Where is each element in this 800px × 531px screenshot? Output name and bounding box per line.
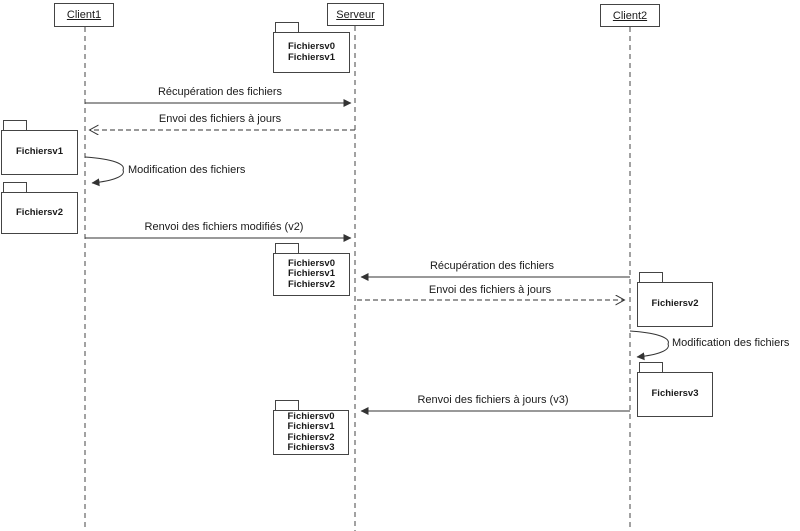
folder-tab-icon <box>275 22 299 33</box>
message-label-modification-2: Modification des fichiers <box>672 337 790 349</box>
folder-file-label: Fichiersv0 <box>288 41 335 52</box>
folder-file-label: Fichiersv2 <box>651 298 699 310</box>
folder-file-label: Fichiersv1 <box>288 51 335 63</box>
folder-tab-icon <box>275 243 299 254</box>
actor-serveur: Serveur <box>327 3 384 26</box>
actor-serveur-label: Serveur <box>336 8 375 21</box>
folder-tab-icon <box>275 400 299 411</box>
folder-tab-icon <box>3 182 27 193</box>
folder-file-label: Fichiersv1 <box>288 268 335 280</box>
message-label-envoi-2: Envoi des fichiers à jours <box>428 284 552 296</box>
folder-file-label: Fichiersv1 <box>16 146 63 158</box>
actor-client1-label: Client1 <box>66 9 102 21</box>
message-label-recuperation-1: Récupération des fichiers <box>157 86 283 98</box>
message-label-envoi-1: Envoi des fichiers à jours <box>158 113 282 125</box>
folder-client2-v2: Fichiersv2 <box>637 272 713 327</box>
folder-serveur-v0v1: Fichiersv0 Fichiersv1 <box>273 22 350 73</box>
folder-file-label: Fichiersv0 <box>288 257 335 269</box>
folder-tab-icon <box>3 120 27 131</box>
folder-file-label: Fichiersv2 <box>16 206 63 218</box>
message-label-modification-1: Modification des fichiers <box>128 164 246 176</box>
message-label-recuperation-2: Récupération des fichiers <box>429 260 555 272</box>
folder-serveur-v0v1v2v3: Fichiersv0 Fichiersv1 Fichiersv2 Fichier… <box>273 400 349 455</box>
arrow-self-modification-client1 <box>84 156 124 187</box>
actor-client2-label: Client2 <box>612 9 648 22</box>
folder-file-label: Fichiersv2 <box>287 431 335 443</box>
folder-file-label: Fichiersv0 <box>287 410 335 422</box>
folder-client2-v3: Fichiersv3 <box>637 362 713 417</box>
folder-tab-icon <box>639 272 663 283</box>
message-label-renvoi-v2: Renvoi des fichiers modifiés (v2) <box>144 221 304 233</box>
actor-client1: Client1 <box>54 3 114 27</box>
folder-file-label: Fichiersv1 <box>287 421 335 432</box>
arrow-self-modification-client2 <box>629 330 669 361</box>
folder-client1-v2: Fichiersv2 <box>1 182 78 234</box>
folder-serveur-v0v1v2: Fichiersv0 Fichiersv1 Fichiersv2 <box>273 243 350 296</box>
folder-file-label: Fichiersv3 <box>651 388 699 400</box>
actor-client2: Client2 <box>600 4 660 27</box>
folder-file-label: Fichiersv3 <box>287 442 335 453</box>
folder-tab-icon <box>639 362 663 373</box>
folder-file-label: Fichiersv2 <box>288 278 335 290</box>
folder-client1-v1: Fichiersv1 <box>1 120 78 175</box>
message-label-renvoi-v3: Renvoi des fichiers à jours (v3) <box>417 394 569 406</box>
